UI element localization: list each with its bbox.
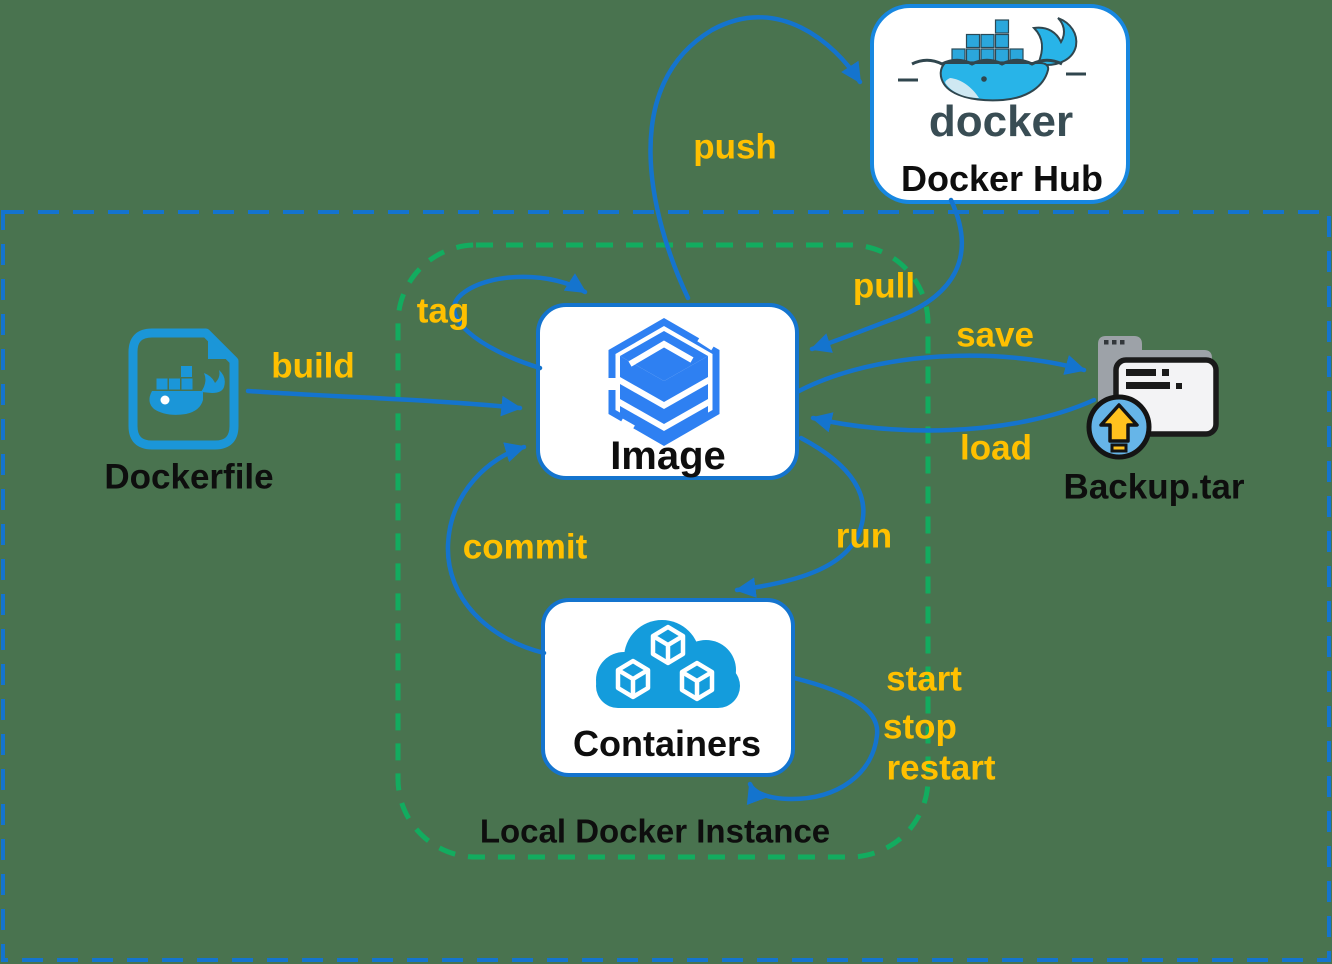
image-layers-icon — [607, 317, 720, 447]
local-docker-instance-label: Local Docker Instance — [479, 812, 831, 850]
docker-hub-label: Docker Hub — [900, 158, 1104, 199]
backup-archive-icon — [1086, 336, 1219, 460]
backup-tar-label: Backup.tar — [1063, 467, 1245, 507]
run-label: run — [835, 516, 893, 556]
arrow-pull — [809, 197, 964, 353]
stop-label: stop — [883, 707, 957, 747]
docker-whale-icon — [898, 17, 1086, 102]
containers-cloud-icon — [596, 620, 740, 708]
arrow-build — [245, 388, 523, 417]
commit-label: commit — [462, 527, 588, 567]
docker-wordmark: docker — [928, 97, 1074, 146]
image-label: Image — [610, 434, 726, 478]
arrow-commit — [445, 442, 547, 656]
arrow-save — [796, 353, 1087, 394]
pull-label: pull — [852, 266, 916, 306]
containers-label: Containers — [572, 723, 762, 764]
push-label: push — [693, 127, 777, 167]
save-label: save — [956, 315, 1034, 355]
local-docker-instance-box — [395, 242, 931, 860]
load-label: load — [960, 428, 1032, 468]
restart-label: restart — [886, 748, 996, 788]
start-label: start — [886, 659, 962, 699]
arrow-push — [648, 15, 863, 301]
build-label: build — [271, 346, 355, 386]
tag-label: tag — [416, 291, 470, 331]
host-boundary-box — [1, 210, 1331, 962]
arrow-run — [734, 435, 866, 598]
dockerfile-label: Dockerfile — [104, 457, 274, 497]
arrow-start-stop-restart — [746, 675, 880, 806]
dockerfile-icon — [128, 328, 239, 450]
arrow-tag — [452, 273, 588, 371]
arrow-load — [810, 397, 1097, 433]
